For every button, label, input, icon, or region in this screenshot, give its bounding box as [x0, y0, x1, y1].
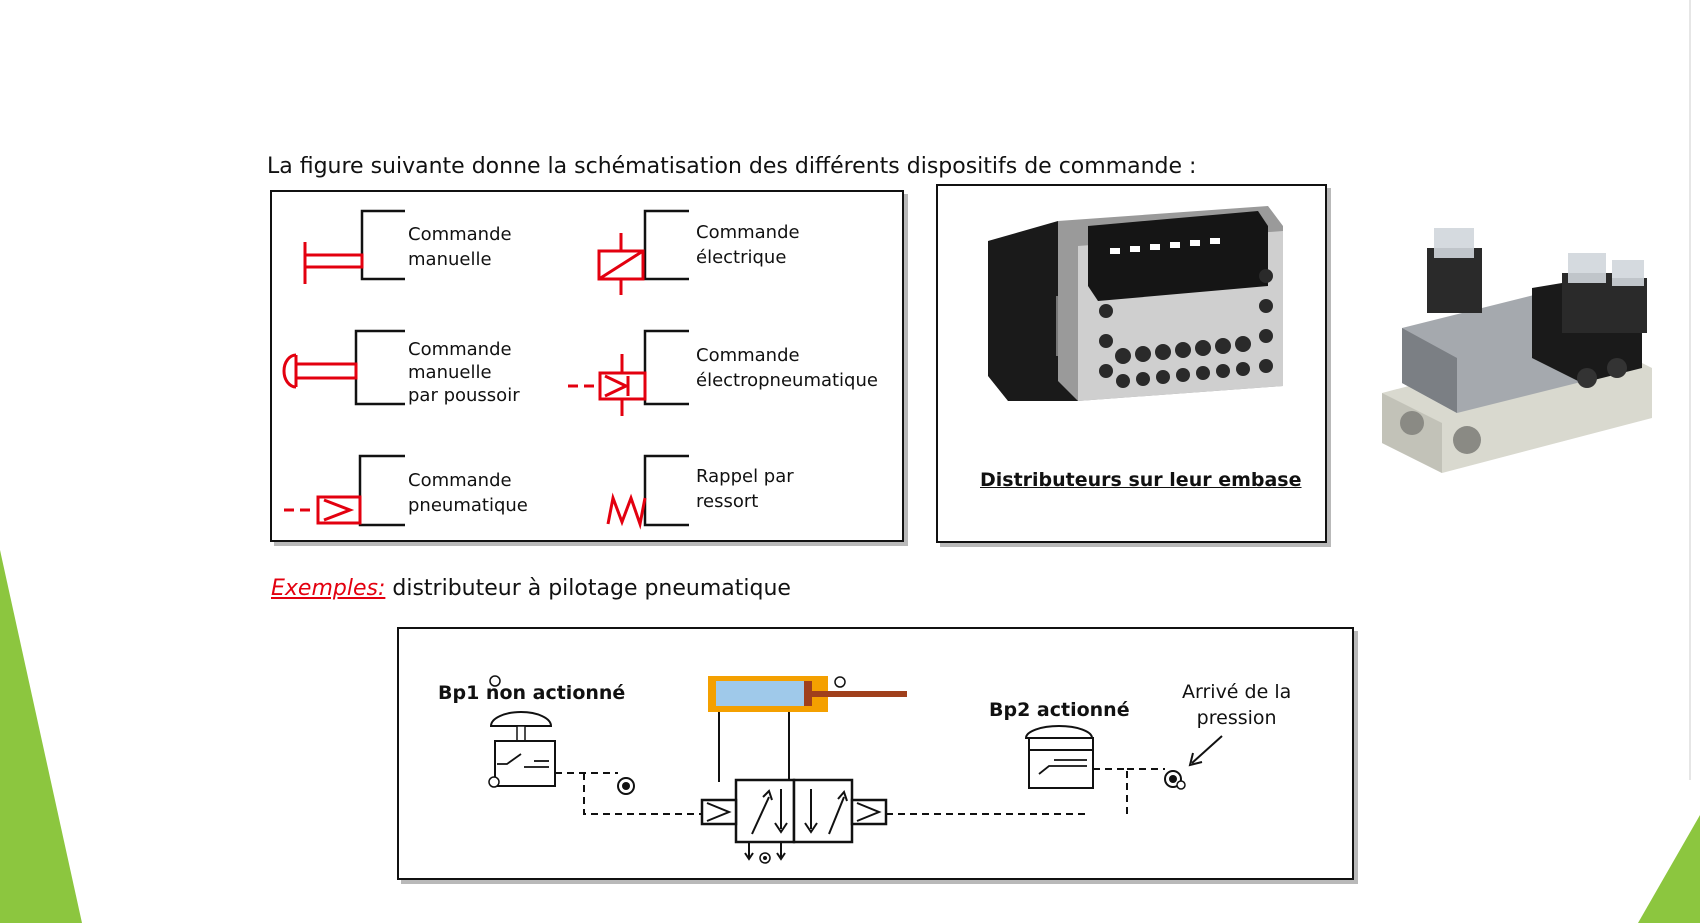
label-commande-poussoir: Commande manuelle par poussoir: [408, 339, 520, 406]
solenoid-valves-photo: [1362, 218, 1662, 488]
examples-heading: Exemples: distributeur à pilotage pneuma…: [271, 576, 791, 602]
symbols-drawing: [282, 209, 689, 530]
pneumatic-example-diagram: Bp1 non actionné Bp2 actionné Arrivé de …: [397, 627, 1354, 880]
command-symbols-panel: Commande manuelle Commande manuelle par …: [270, 190, 904, 542]
valve-manifold-photo: [988, 206, 1283, 401]
photo-caption: Distributeurs sur leur embase: [980, 469, 1302, 491]
label-rappel-ressort: Rappel par ressort: [696, 466, 794, 512]
label-pressure-inlet: Arrivé de la pression: [1182, 681, 1292, 729]
label-commande-electropneumatique: Commande électropneumatique: [696, 345, 878, 391]
pneumatic-circuit-drawing: [488, 675, 1223, 864]
label-bp2: Bp2 actionné: [989, 699, 1130, 721]
intro-sentence: La figure suivante donne la schématisati…: [267, 154, 1197, 179]
label-commande-electrique: Commande électrique: [696, 222, 800, 268]
valve-manifold-photo-panel: Distributeurs sur leur embase: [936, 184, 1327, 543]
examples-keyword: Exemples:: [271, 576, 386, 601]
label-bp1: Bp1 non actionné: [438, 682, 626, 704]
examples-description: distributeur à pilotage pneumatique: [385, 576, 791, 601]
label-commande-pneumatique: Commande pneumatique: [408, 470, 528, 516]
label-commande-manuelle: Commande manuelle: [408, 224, 512, 270]
